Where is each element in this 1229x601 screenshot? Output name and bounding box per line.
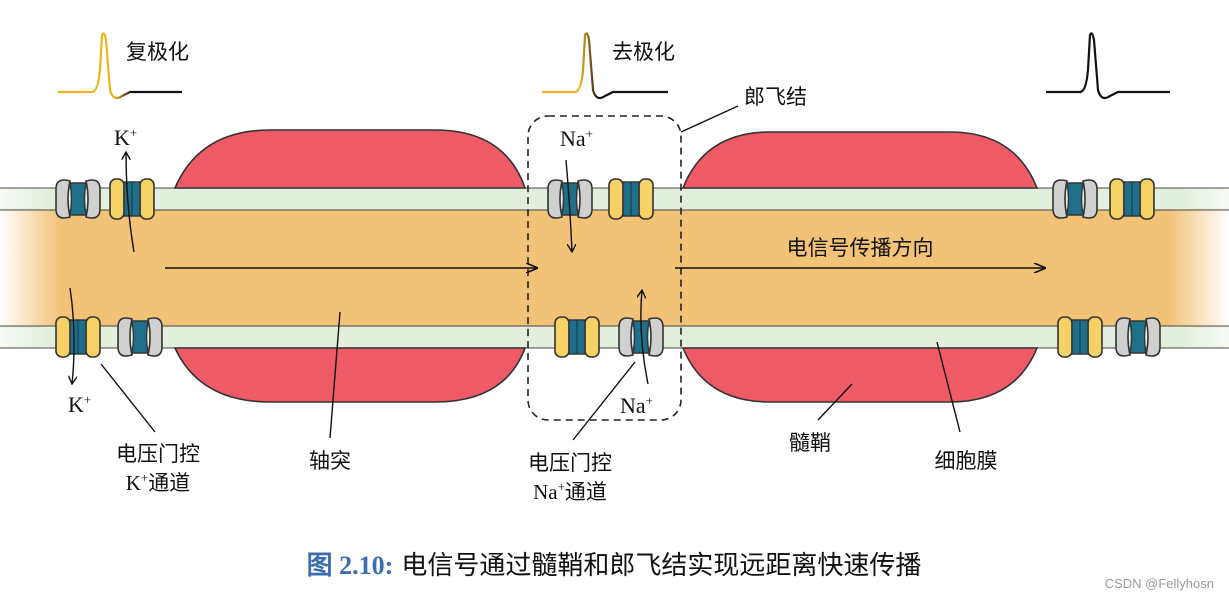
na-influx-arrow-bottom: [641, 290, 649, 385]
caption-text: 电信号通过髓鞘和郎飞结实现远距离快速传播: [401, 551, 921, 581]
k-plus-label-top: K+: [114, 125, 137, 150]
myelin-bottom-left: [173, 347, 527, 403]
caption-number: 图 2.10:: [307, 551, 394, 580]
membrane-label: 细胞膜: [935, 449, 998, 473]
k-efflux-arrow-bottom: [70, 287, 74, 384]
myelin-bottom-right: [681, 347, 1039, 403]
axon-label: 轴突: [309, 449, 351, 473]
waveform-depolarization: 去极化: [542, 32, 675, 100]
na-channel-label-line2: Na+通道: [533, 479, 607, 504]
k-plus-label-bottom: K+: [68, 392, 91, 417]
myelin-top-right: [681, 131, 1039, 189]
na-influx-arrow-top: [565, 159, 572, 252]
k-efflux-arrow-top: [126, 152, 135, 253]
k-channel: [554, 316, 600, 358]
direction-label: 电信号传播方向: [787, 236, 934, 260]
k-channel: [109, 178, 155, 220]
na-channel-label-line1: 电压门控: [528, 451, 612, 475]
waveform-resting: [1046, 32, 1170, 100]
na-plus-label-top: Na+: [560, 126, 593, 151]
myelin-label: 髓鞘: [789, 431, 831, 455]
na-channel: [55, 179, 101, 219]
na-channel: [1115, 317, 1161, 357]
ranvier-node-label: 郎飞结: [744, 85, 807, 109]
na-channel: [117, 317, 163, 357]
k-channel: [1109, 178, 1155, 220]
na-channel: [1052, 179, 1098, 219]
k-channel: [1057, 316, 1103, 358]
depolarization-label: 去极化: [612, 40, 675, 64]
k-channel: [55, 316, 101, 358]
k-channel-label-line2: K+通道: [126, 470, 191, 495]
membrane-bottom: [0, 326, 1229, 348]
k-channel-label-line1: 电压门控: [116, 442, 200, 466]
waveform-repolarization: 复极化: [58, 32, 189, 100]
repolarization-label: 复极化: [126, 40, 189, 64]
k-channel: [608, 178, 654, 220]
myelin-top-left: [173, 129, 527, 189]
na-plus-label-bottom: Na+: [620, 393, 653, 418]
watermark: CSDN @Fellyhosn: [1105, 576, 1214, 591]
figure-caption: 图 2.10:电信号通过髓鞘和郎飞结实现远距离快速传播: [307, 551, 922, 581]
